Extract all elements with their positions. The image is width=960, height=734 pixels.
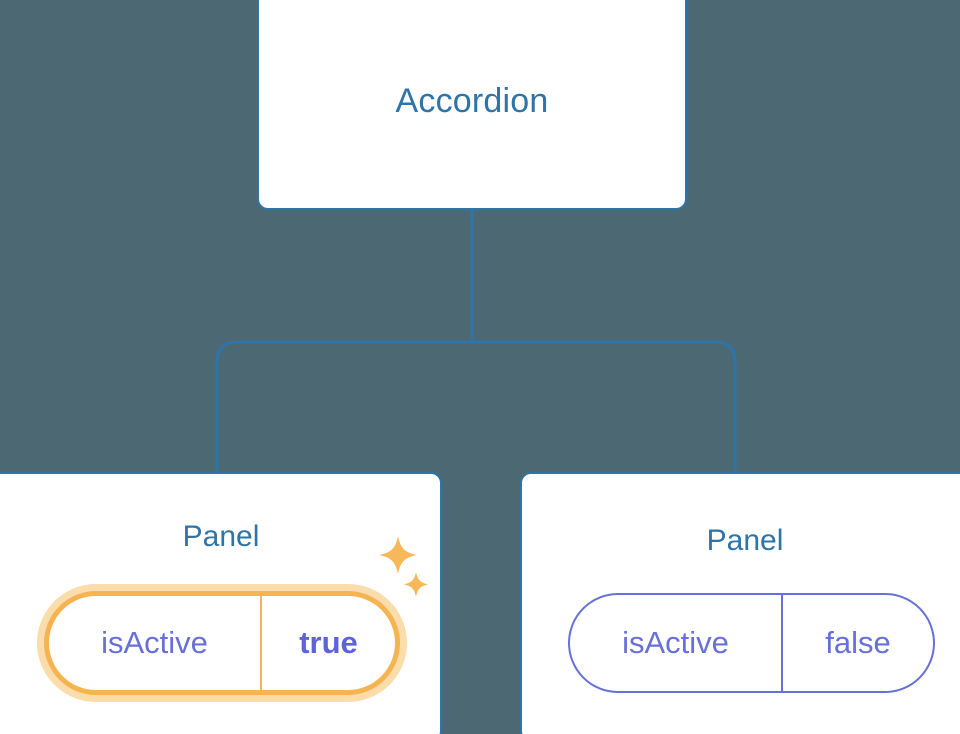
- prop-pill-1[interactable]: isActive false: [568, 593, 935, 693]
- prop-value-1: false: [825, 625, 891, 660]
- prop-highlight-glow-0: isActive true: [37, 584, 407, 702]
- tree-node-accordion[interactable]: Accordion: [257, 0, 687, 210]
- prop-value-0: true: [299, 625, 358, 660]
- tree-node-panel-0[interactable]: Panel isActive true: [0, 472, 442, 734]
- prop-key-1: isActive: [570, 595, 783, 691]
- node-title-panel-0: Panel: [182, 520, 260, 553]
- prop-pill-0[interactable]: isActive true: [49, 596, 395, 690]
- node-title-accordion: Accordion: [395, 82, 549, 120]
- tree-node-panel-1[interactable]: Panel isActive false: [520, 472, 960, 734]
- prop-key-0: isActive: [49, 596, 262, 690]
- sparkle-small-icon: [403, 572, 429, 597]
- node-title-panel-1: Panel: [706, 524, 784, 557]
- connector-child-branches: [215, 340, 737, 480]
